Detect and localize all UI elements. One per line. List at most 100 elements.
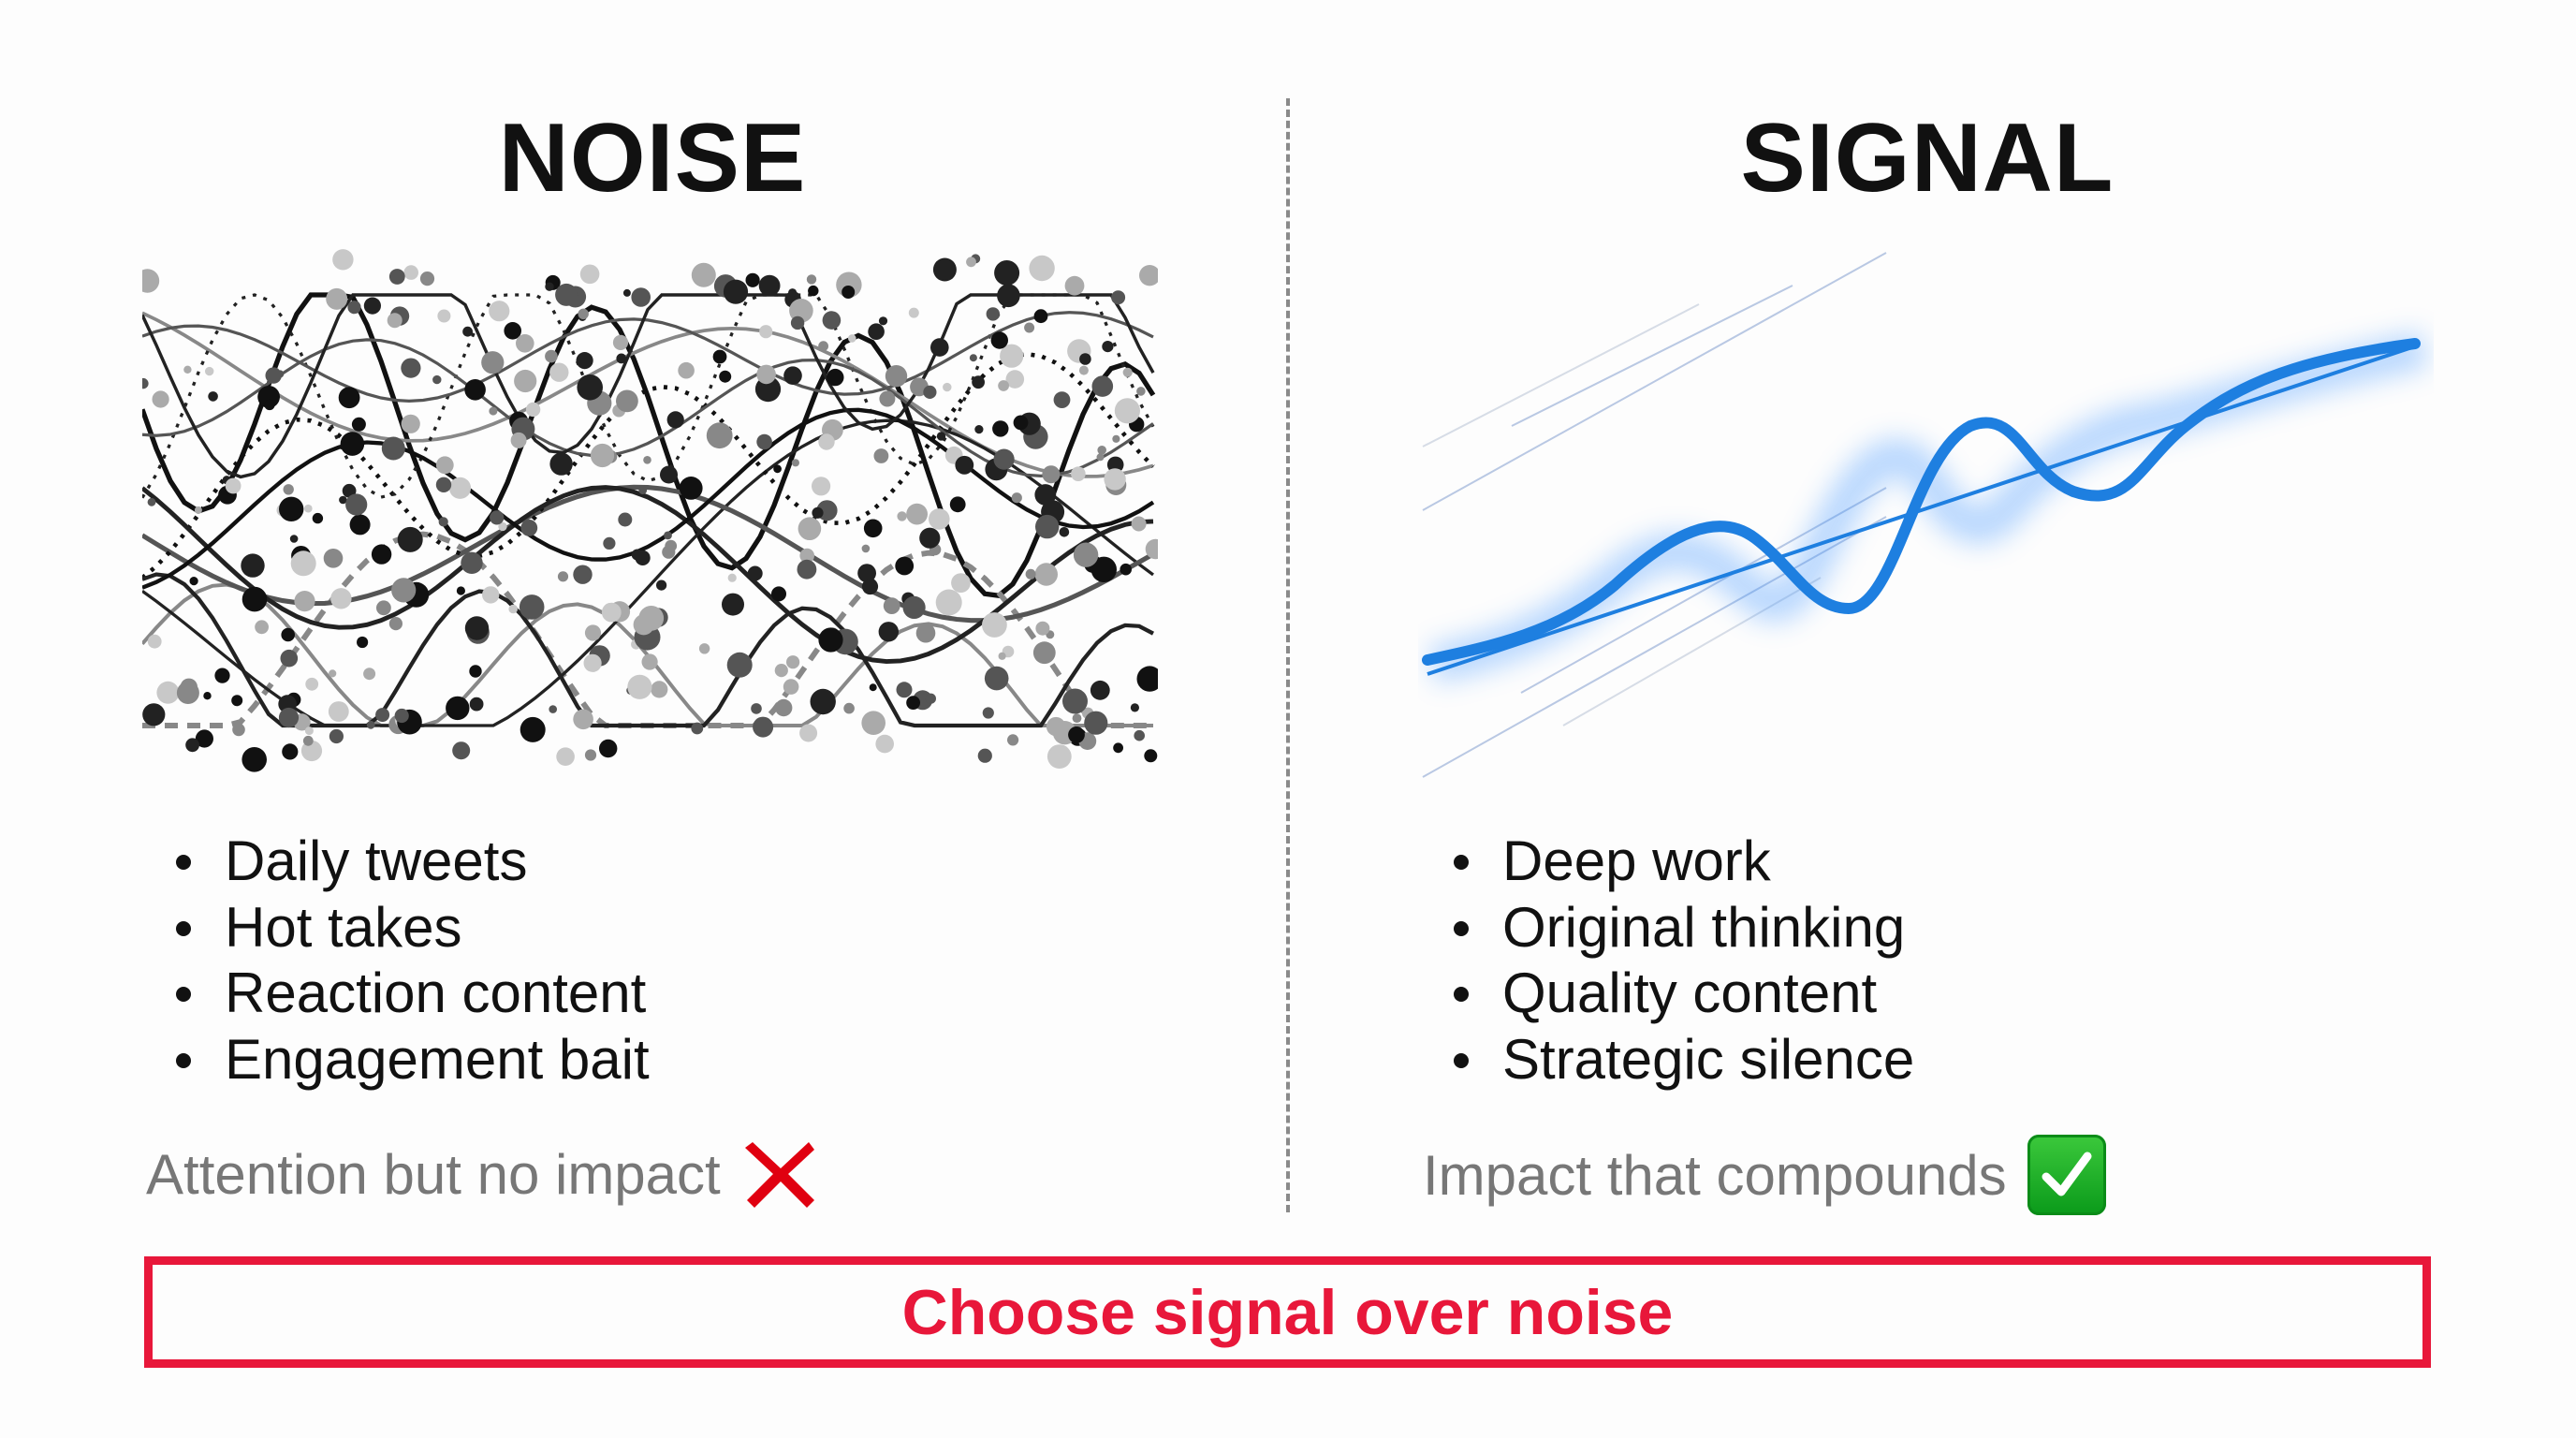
noise-dot: [1136, 666, 1158, 692]
noise-dot: [289, 535, 299, 543]
noise-dot: [583, 653, 602, 672]
noise-dot: [895, 556, 915, 576]
noise-illustration: [142, 249, 1158, 772]
noise-dot: [997, 284, 1020, 308]
list-item-label: Reaction content: [225, 961, 647, 1024]
noise-dot: [759, 325, 773, 339]
noise-dot: [578, 716, 591, 728]
noise-dot: [875, 734, 894, 754]
signal-trend-line: [1427, 345, 2416, 676]
noise-dot: [783, 679, 799, 695]
noise-dot: [576, 352, 593, 370]
noise-dot: [873, 448, 889, 463]
noise-line: [142, 293, 1155, 479]
noise-dot: [381, 436, 405, 461]
noise-dot: [152, 390, 169, 408]
noise-dot: [1084, 711, 1108, 735]
signal-caption-text: Impact that compounds: [1423, 1143, 2007, 1207]
noise-dot: [1078, 365, 1089, 375]
noise-dot: [329, 728, 344, 744]
noise-dot: [745, 272, 760, 287]
noise-dot: [818, 627, 843, 653]
noise-dot: [618, 512, 633, 527]
noise-dot: [176, 682, 199, 704]
noise-dot: [482, 586, 500, 604]
noise-dot: [727, 573, 737, 582]
list-item-label: Hot takes: [225, 895, 462, 959]
noise-dot: [545, 349, 558, 363]
noise-dot: [1046, 744, 1072, 769]
noise-dot: [1145, 538, 1158, 560]
noise-dot: [641, 653, 658, 670]
list-item: Original thinking: [1454, 895, 1914, 961]
noise-dot: [490, 510, 505, 525]
noise-dot: [189, 577, 198, 586]
noise-line: [142, 292, 1156, 598]
cross-mark-icon: [744, 1142, 814, 1208]
noise-dot: [1042, 465, 1061, 484]
noise-dot: [906, 503, 928, 525]
noise-dot: [391, 578, 417, 603]
noise-dot: [366, 720, 375, 729]
noise-dot: [666, 411, 684, 429]
noise-list: Daily tweets Hot takes Reaction content …: [176, 829, 650, 1093]
noise-dot: [525, 402, 541, 418]
noise-dot: [883, 597, 900, 614]
noise-dot: [469, 665, 482, 678]
noise-dot: [633, 614, 654, 636]
noise-dot: [351, 417, 366, 432]
noise-caption-text: Attention but no impact: [146, 1142, 721, 1206]
noise-dot: [897, 511, 907, 521]
noise-dot: [984, 666, 1009, 691]
noise-dot: [1068, 726, 1085, 743]
noise-dot: [936, 432, 946, 441]
noise-dot: [345, 493, 368, 516]
signal-list: Deep work Original thinking Quality cont…: [1454, 829, 1914, 1093]
noise-dot: [388, 269, 405, 285]
list-item: Hot takes: [176, 895, 650, 961]
noise-dot: [992, 420, 1009, 437]
noise-dot: [300, 740, 323, 762]
noise-dot: [986, 307, 1000, 321]
bullet-icon: [176, 920, 191, 936]
noise-dot: [304, 504, 313, 513]
noise-dot: [279, 496, 304, 521]
noise-dot: [549, 705, 557, 713]
list-item-label: Quality content: [1502, 961, 1878, 1024]
noise-dot: [982, 612, 1007, 638]
noise-dot: [328, 701, 349, 722]
noise-dot: [371, 544, 392, 565]
noise-dot: [932, 257, 957, 282]
noise-dot: [842, 286, 856, 299]
noise-dot: [993, 448, 1015, 470]
noise-dot: [577, 374, 603, 401]
noise-dot: [208, 391, 218, 402]
noise-dot: [338, 387, 360, 409]
noise-dot: [394, 708, 409, 724]
noise-dot: [861, 544, 871, 553]
noise-dot: [401, 414, 420, 433]
noise-dot: [1025, 568, 1036, 580]
noise-dot: [514, 369, 537, 393]
noise-dot: [156, 681, 180, 704]
noise-dot: [857, 564, 876, 583]
list-item: Quality content: [1454, 961, 1914, 1027]
noise-dot: [974, 425, 984, 434]
noise-dot: [464, 616, 490, 640]
noise-dot: [1000, 344, 1024, 368]
noise-dot: [464, 379, 486, 401]
noise-dot: [691, 262, 716, 287]
noise-dot: [753, 716, 774, 738]
noise-dot: [679, 477, 703, 500]
noise-dot: [280, 649, 299, 668]
noise-dot: [631, 287, 651, 307]
noise-dot: [1104, 468, 1126, 491]
noise-dot: [387, 313, 402, 329]
noise-dot: [1136, 387, 1146, 396]
noise-dot: [584, 624, 602, 641]
noise-dot: [627, 674, 652, 699]
noise-line: [142, 311, 1154, 404]
noise-dot: [843, 702, 855, 714]
noise-dot: [584, 749, 597, 761]
noise-dot: [579, 264, 600, 285]
